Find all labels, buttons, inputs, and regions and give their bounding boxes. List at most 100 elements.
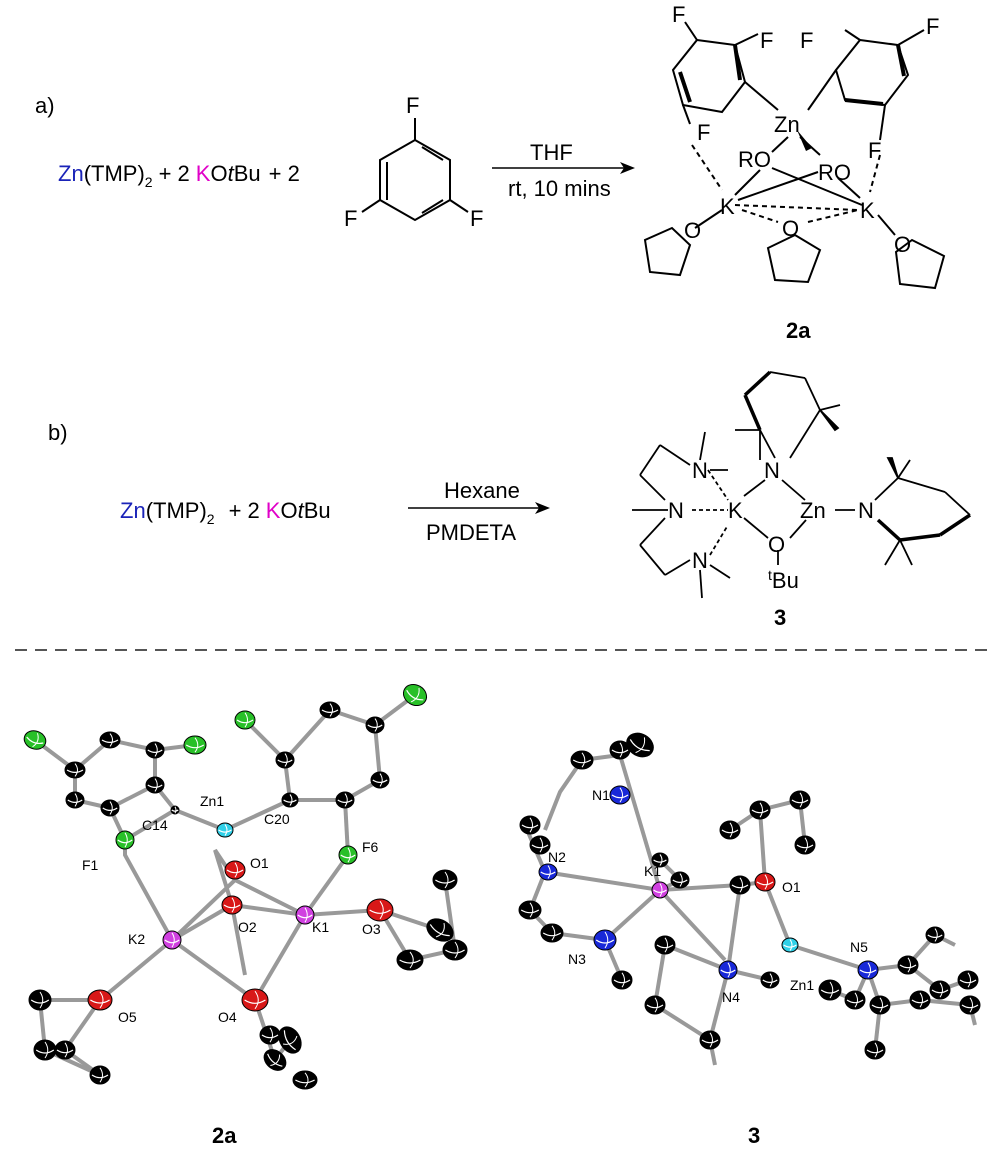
atom-c16: [426, 918, 454, 942]
reagent-k: K: [196, 161, 211, 186]
atom-c18: [33, 1039, 57, 1061]
label-n4: N4: [722, 989, 740, 1005]
crystal-3-atoms: [518, 732, 981, 1060]
atom-c-aa: [925, 926, 945, 944]
atom-f-b: [183, 735, 207, 755]
s2a-o-thf3: O: [894, 232, 911, 257]
label-o1-2a: O1: [250, 855, 269, 871]
structure-3: [632, 370, 971, 599]
atom-c-y: [959, 995, 981, 1015]
atom-c3: [99, 731, 121, 749]
atom-c-w: [869, 995, 891, 1015]
atom-c22: [263, 1049, 287, 1071]
label-n5: N5: [850, 939, 868, 955]
tfb-f-left: F: [344, 206, 357, 231]
b-subscript-2: 2: [207, 511, 215, 527]
atom-c8: [319, 701, 341, 719]
atom-n2: [538, 863, 558, 881]
atom-o2: [221, 895, 243, 915]
atom-c-b: [609, 740, 631, 760]
compound-2a-label: 2a: [786, 318, 811, 343]
arrow-b-bottom: PMDETA: [426, 520, 516, 545]
s2a-zn: Zn: [774, 112, 800, 137]
atom-f-a: [23, 730, 47, 750]
crystal-3-labels: N1 N2 N3 N4 N5 K1 O1 Zn1: [548, 787, 868, 1005]
plus-2b: + 2: [269, 161, 300, 186]
atom-c-j: [749, 800, 771, 820]
arrow-head-a: [620, 162, 635, 174]
label-o1-3: O1: [782, 879, 801, 895]
atom-c-m: [719, 820, 741, 840]
s2a-f5: F: [926, 14, 939, 39]
atom-c-o: [644, 995, 666, 1015]
label-o2: O2: [238, 919, 257, 935]
label-c14: C14: [142, 817, 168, 833]
s3-n-tmp1: N: [764, 458, 780, 483]
crystal-2a-bonds: [33, 693, 458, 1077]
atom-c23: [278, 1026, 302, 1054]
atom-c12: [396, 949, 424, 971]
crystal-2a-labels: Zn1 C14 C20 F1 F6 O1 O2 O3 O4 O5 K1 K2: [82, 793, 381, 1025]
label-o4: O4: [218, 1009, 237, 1025]
label-f1: F1: [82, 857, 99, 873]
b-reagent-o: O: [280, 498, 297, 523]
atom-c-l: [794, 835, 816, 855]
b-reagent-t: t: [298, 498, 305, 523]
panel-a-label: a): [35, 93, 55, 118]
atom-c-x: [909, 990, 931, 1010]
atom-c-s: [929, 980, 951, 1000]
atom-c-f: [540, 923, 564, 943]
atom-c-p: [699, 1030, 721, 1050]
atom-c11: [335, 791, 355, 809]
atom-c-q: [760, 971, 780, 989]
crystal-2a-compound: 2a: [212, 1123, 237, 1148]
subscript-2: 2: [145, 174, 153, 190]
tfb-f-top: F: [406, 93, 419, 118]
atom-n3: [593, 929, 617, 951]
atom-k1: [651, 881, 669, 899]
trifluorobenzene: [361, 118, 469, 222]
reagent-t: t: [228, 161, 235, 186]
atom-zn1: [781, 937, 799, 953]
atom-c-e: [518, 900, 542, 920]
s2a-f6: F: [868, 138, 881, 163]
label-n2: N2: [548, 849, 566, 865]
s3-n2: N: [668, 498, 684, 523]
label-k1-3: K1: [644, 863, 661, 879]
atom-c7: [275, 751, 295, 769]
atom-c1: [64, 761, 86, 779]
atom-c-v: [844, 990, 866, 1010]
s3-o: O: [768, 532, 785, 557]
atom-k2: [162, 930, 182, 950]
label-zn1-2a: Zn1: [200, 793, 224, 809]
b-reagent-zn: Zn: [120, 498, 146, 523]
s2a-ro2: RO: [818, 160, 851, 185]
atom-f-d: [402, 683, 428, 707]
s2a-f3: F: [697, 120, 710, 145]
atom-c5: [145, 776, 165, 794]
structure-2a: [643, 21, 946, 290]
s3-zn: Zn: [800, 498, 826, 523]
crystal-structure-3: N1 N2 N3 N4 N5 K1 O1 Zn1 3: [518, 732, 981, 1148]
label-n1: N1: [592, 787, 610, 803]
structure-2a-labels: F F F F F F Zn RO RO K K O O O: [672, 2, 939, 257]
s2a-f1: F: [672, 2, 685, 27]
atom-c2: [65, 791, 85, 809]
atom-c14: [170, 805, 180, 815]
plus-2: + 2: [159, 161, 190, 186]
label-k1-2a: K1: [312, 919, 329, 935]
atom-c-h: [670, 871, 690, 889]
crystal-2a-atoms: [23, 683, 468, 1090]
s2a-k2: K: [860, 198, 875, 223]
b-reagent-k: K: [266, 498, 281, 523]
arrow-head-b: [535, 502, 550, 514]
label-o3: O3: [362, 921, 381, 937]
b-plus-2: + 2: [229, 498, 260, 523]
s2a-k1: K: [720, 194, 735, 219]
tfb-f-right: F: [470, 206, 483, 231]
atom-n4: [718, 960, 738, 980]
atom-c-n: [654, 935, 676, 955]
